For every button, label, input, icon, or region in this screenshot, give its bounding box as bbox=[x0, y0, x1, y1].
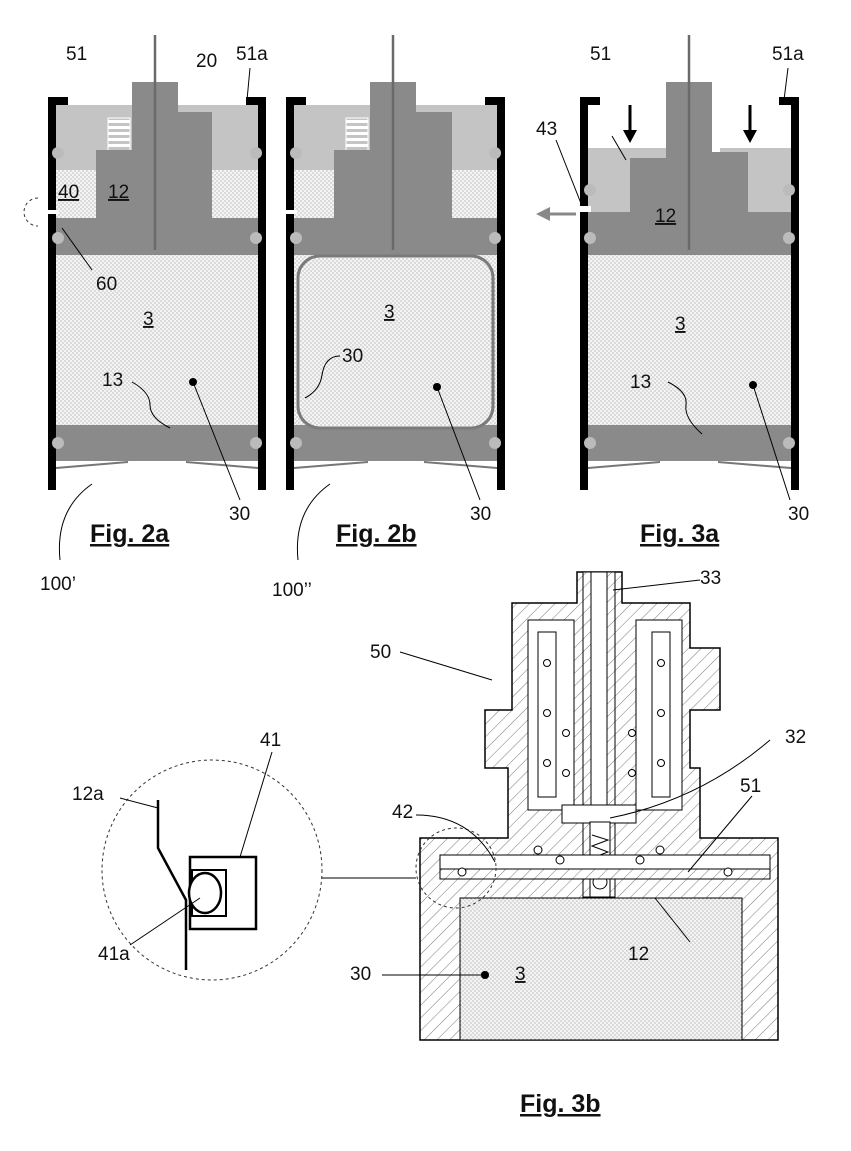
left-wall bbox=[48, 100, 56, 490]
figure-2b: 3 30 30 100’’ Fig. 2b bbox=[272, 35, 505, 601]
label-100p: 100’ bbox=[40, 574, 76, 595]
caption-fig-3a: Fig. 3a bbox=[640, 520, 720, 548]
label-41a: 41a bbox=[98, 944, 130, 965]
label-43: 43 bbox=[536, 119, 557, 140]
label-51: 51 bbox=[740, 776, 761, 797]
label-13: 13 bbox=[630, 372, 651, 393]
label-3: 3 bbox=[384, 302, 395, 323]
label-50: 50 bbox=[370, 642, 391, 663]
label-51: 51 bbox=[66, 44, 87, 65]
figure-2a: 51 20 51a 40 12 60 3 13 30 100’ Fig. 2a bbox=[24, 35, 268, 595]
label-12: 12 bbox=[108, 182, 129, 203]
label-100pp: 100’’ bbox=[272, 580, 312, 601]
label-20: 20 bbox=[196, 51, 217, 72]
label-3: 3 bbox=[143, 309, 154, 330]
wall-12a bbox=[158, 800, 186, 970]
bag-30 bbox=[298, 256, 493, 428]
plate-51 bbox=[440, 855, 770, 869]
figure-3b: 33 50 32 41 51 42 12a 12 30 3 41a Fig. 3… bbox=[72, 568, 806, 1118]
label-51a: 51a bbox=[772, 44, 804, 65]
label-12: 12 bbox=[655, 206, 676, 227]
label-3: 3 bbox=[515, 964, 526, 985]
label-60: 60 bbox=[96, 274, 117, 295]
caption-fig-2b: Fig. 2b bbox=[336, 520, 417, 548]
figure-3a: 51 51a 43 12 3 13 30 Fig. 3a bbox=[536, 35, 809, 548]
label-32: 32 bbox=[785, 727, 806, 748]
bottom-piston-13 bbox=[56, 425, 258, 461]
label-12: 12 bbox=[628, 944, 649, 965]
right-wall bbox=[258, 100, 266, 490]
label-30: 30 bbox=[229, 504, 250, 525]
caption-fig-3b: Fig. 3b bbox=[520, 1090, 601, 1118]
caption-fig-2a: Fig. 2a bbox=[90, 520, 170, 548]
label-51: 51 bbox=[590, 44, 611, 65]
contents-3b bbox=[460, 898, 742, 1040]
label-13: 13 bbox=[102, 370, 123, 391]
oring-41a bbox=[189, 873, 221, 913]
label-3: 3 bbox=[675, 314, 686, 335]
contents-3 bbox=[56, 255, 258, 425]
label-51a: 51a bbox=[236, 44, 268, 65]
label-30-bag: 30 bbox=[342, 346, 363, 367]
label-12a: 12a bbox=[72, 784, 104, 805]
label-40: 40 bbox=[58, 182, 79, 203]
label-30: 30 bbox=[350, 964, 371, 985]
channel-33 bbox=[591, 572, 607, 807]
label-30: 30 bbox=[470, 504, 491, 525]
label-42: 42 bbox=[392, 802, 413, 823]
label-41: 41 bbox=[260, 730, 281, 751]
label-33: 33 bbox=[700, 568, 721, 589]
label-30: 30 bbox=[788, 504, 809, 525]
